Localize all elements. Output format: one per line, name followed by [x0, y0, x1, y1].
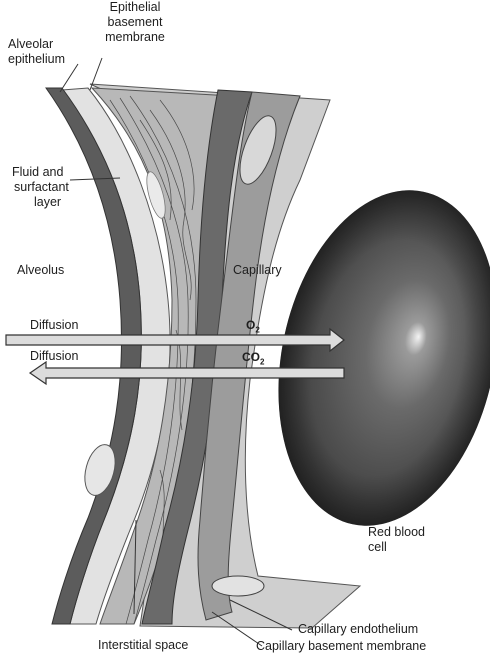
label-diffusion-co2: Diffusion: [30, 349, 78, 364]
label-diffusion-o2: Diffusion: [30, 318, 78, 333]
label-capillary-endothelium: Capillary endothelium: [298, 622, 418, 637]
label-capillary-basement-membrane: Capillary basement membrane: [256, 639, 426, 654]
label-epithelial-basement-membrane: Epithelial basement membrane: [80, 0, 190, 45]
label-alveolus: Alveolus: [17, 263, 64, 278]
label-o2: O2: [246, 318, 260, 337]
label-red-blood-cell: Red blood cell: [368, 525, 425, 555]
label-interstitial-space: Interstitial space: [98, 638, 188, 653]
red-blood-cell-rim: [249, 170, 490, 547]
label-fluid-surfactant-layer: Fluid and surfactant layer: [12, 165, 69, 210]
label-capillary: Capillary: [233, 263, 282, 278]
label-co2: CO2: [242, 350, 264, 369]
label-alveolar-epithelium: Alveolar epithelium: [8, 37, 65, 67]
endothelial-nucleus-bottom: [212, 576, 264, 596]
